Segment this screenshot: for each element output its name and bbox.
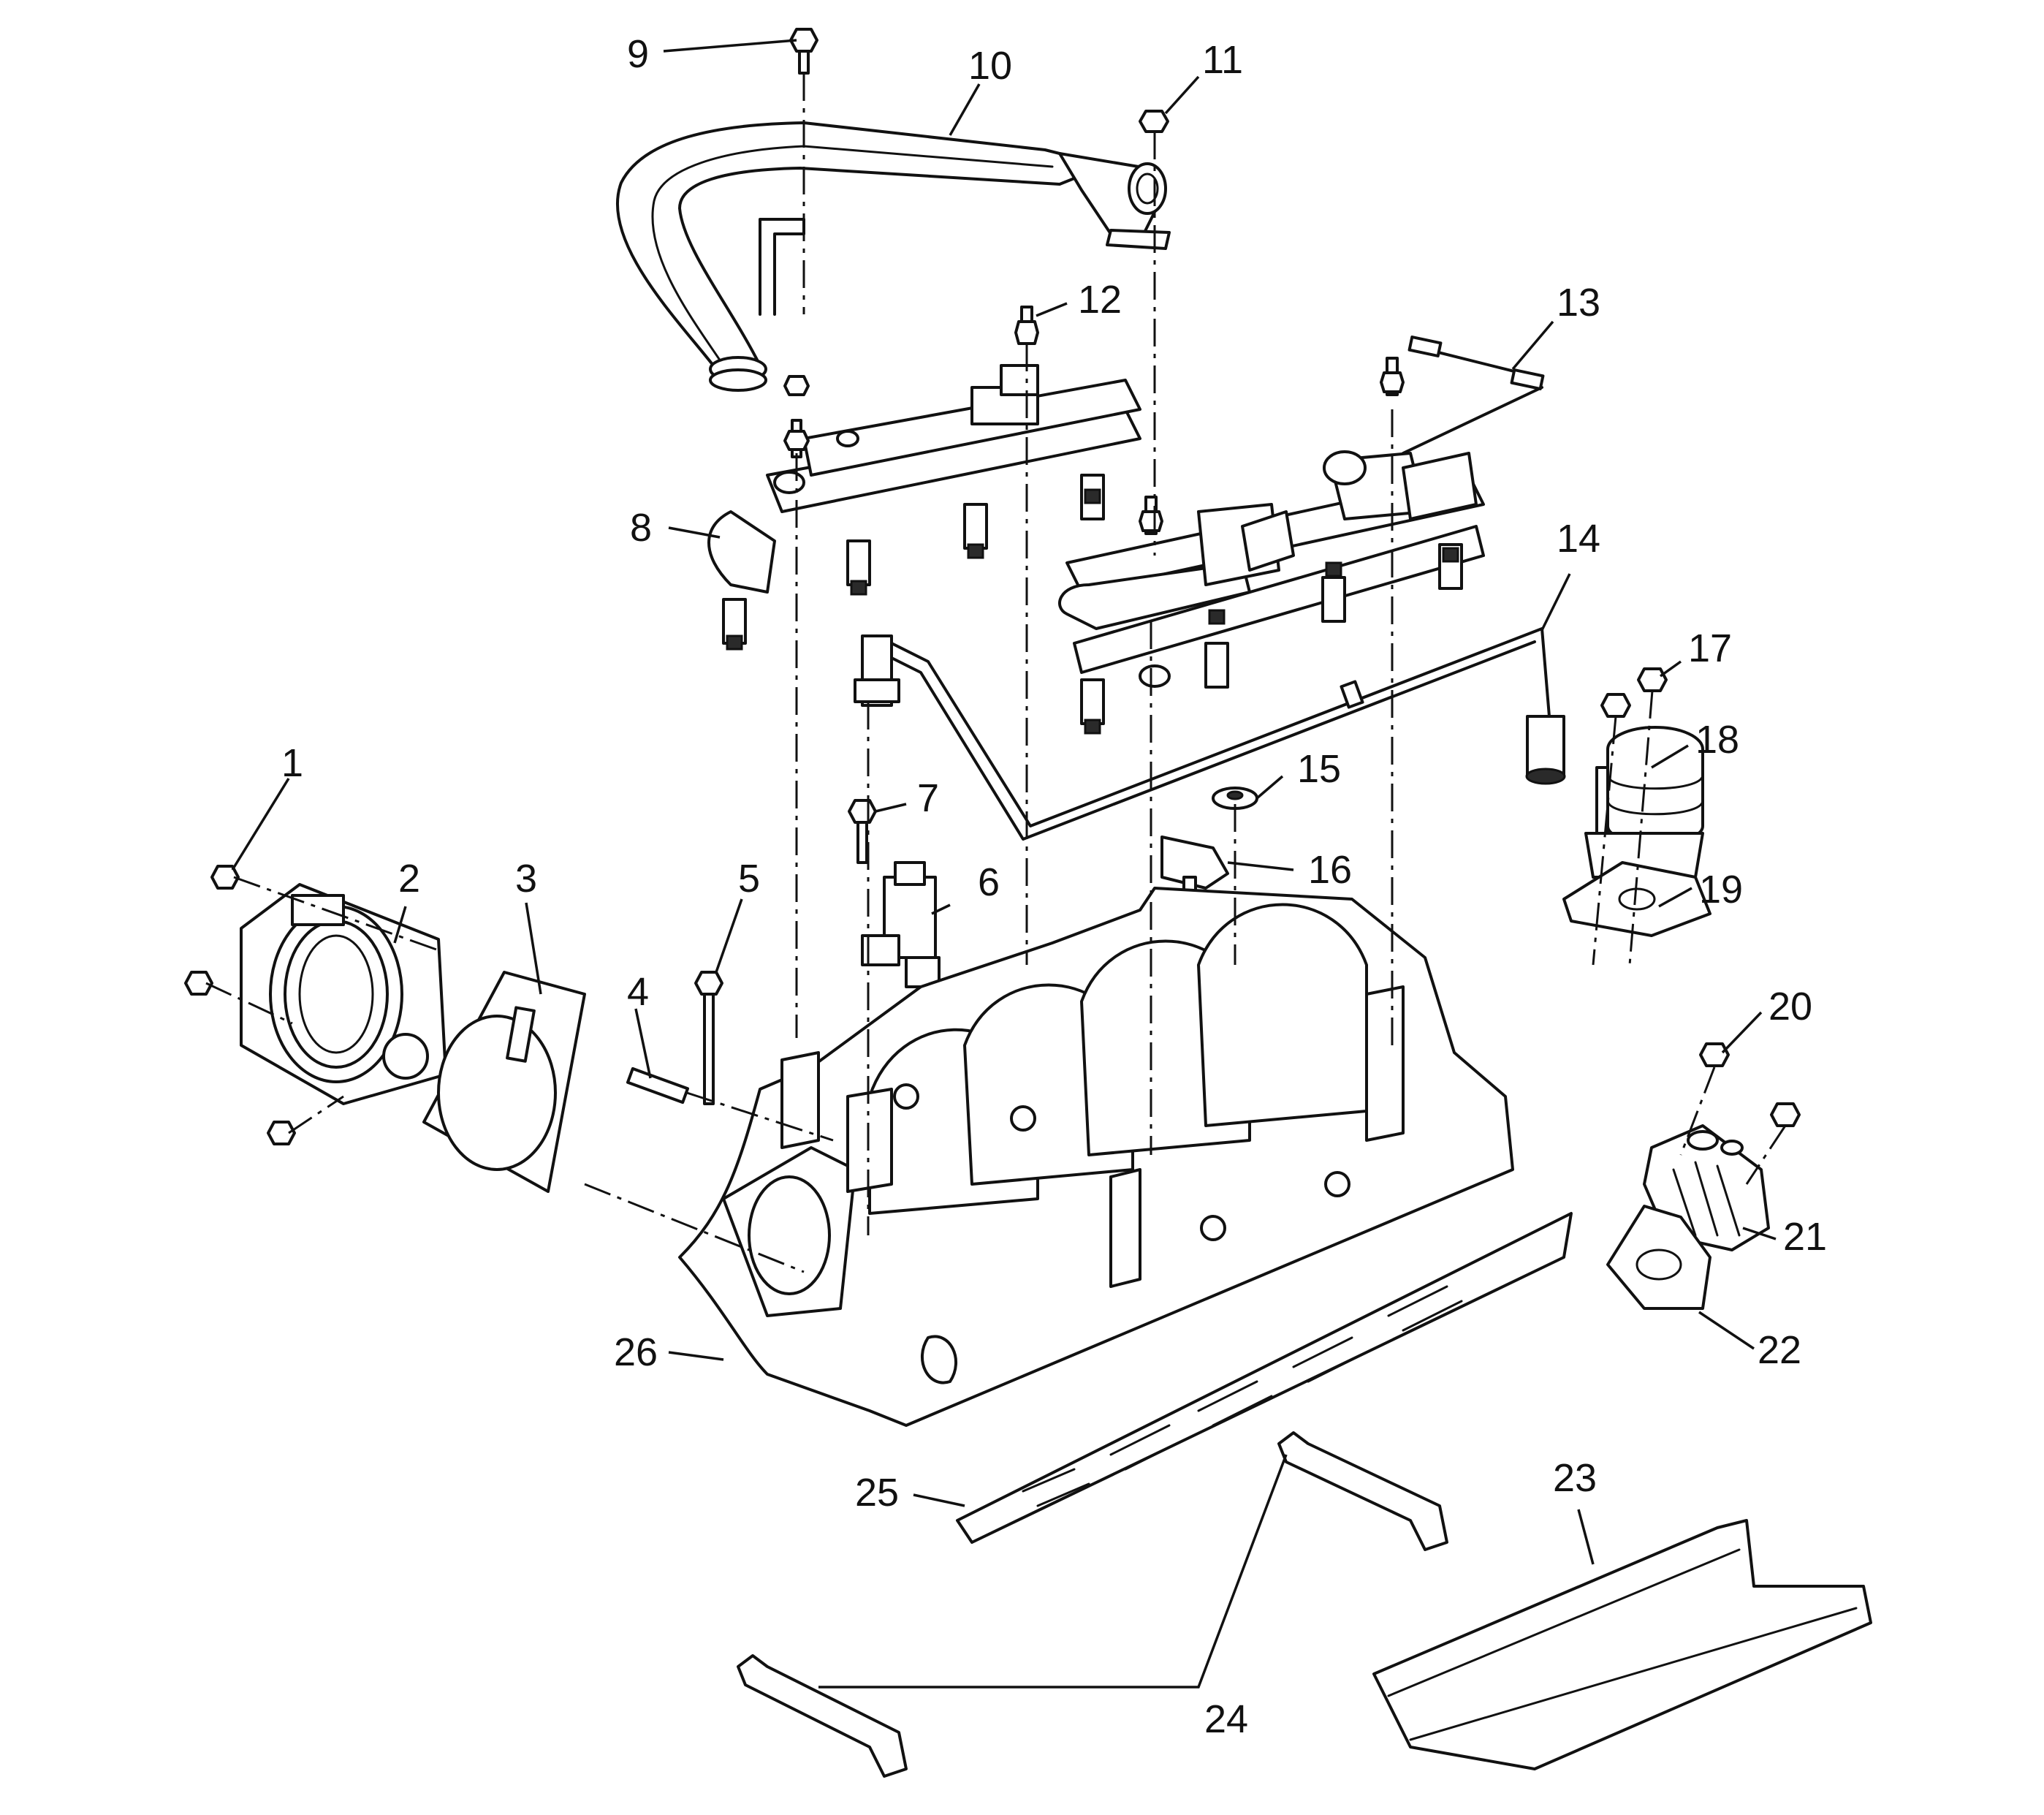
callout-5: 5 [738, 857, 760, 901]
stud [1380, 357, 1405, 396]
part-17-nut [1637, 667, 1668, 692]
callout-14: 14 [1557, 517, 1600, 561]
callout-15: 15 [1297, 747, 1341, 791]
part-24-bracket [737, 1654, 908, 1778]
callout-2: 2 [398, 857, 420, 901]
part-3-gasket [422, 971, 586, 1193]
callout-17: 17 [1688, 626, 1732, 670]
callout-3: 3 [515, 857, 537, 901]
callout-18: 18 [1695, 718, 1739, 762]
part-20-nut [1699, 1042, 1730, 1067]
callout-1: 1 [281, 741, 303, 785]
injector [1204, 609, 1229, 689]
callout-25: 25 [855, 1471, 899, 1515]
callout-4: 4 [627, 970, 649, 1014]
callout-23: 23 [1553, 1456, 1597, 1500]
callout-21: 21 [1783, 1215, 1827, 1259]
part-22-gasket [1606, 1205, 1711, 1310]
part-1-nut [210, 865, 240, 890]
nut [267, 1121, 296, 1145]
part-26-intake-manifold [678, 887, 1514, 1427]
part-23-shield [1372, 1519, 1872, 1770]
callout-22: 22 [1758, 1328, 1801, 1372]
part-9-bolt [789, 28, 818, 75]
stud [783, 375, 810, 458]
injector [846, 539, 871, 596]
stud [1139, 496, 1163, 535]
callout-26: 26 [614, 1330, 658, 1374]
assembly-centerlines [205, 73, 1787, 1273]
part-10-hose [615, 121, 1171, 392]
callout-19: 19 [1699, 868, 1743, 912]
callout-labels: 9 10 11 12 13 8 14 17 18 15 7 16 19 1 2 … [281, 32, 1827, 1741]
part-2-throttle-body [240, 883, 447, 1105]
part-24-bracket [1277, 1431, 1448, 1551]
nut [1600, 693, 1631, 718]
callout-20: 20 [1768, 985, 1812, 1028]
part-12-stud [1014, 306, 1039, 345]
nut [184, 971, 213, 996]
part-18-valve [1584, 726, 1704, 879]
callout-13: 13 [1557, 281, 1600, 325]
injector [963, 503, 988, 559]
callout-16: 16 [1308, 848, 1352, 892]
injector [1438, 543, 1463, 590]
callout-9: 9 [627, 32, 649, 76]
part-14-pipe [875, 627, 1566, 841]
callout-11: 11 [1202, 38, 1243, 82]
leader-lines [231, 39, 1777, 1689]
part-21-bracket [1643, 1124, 1770, 1251]
callout-12: 12 [1078, 278, 1122, 322]
injector [1080, 474, 1105, 520]
part-25-gasket [956, 1212, 1573, 1544]
injector [1080, 678, 1105, 735]
part-7-bolt [848, 799, 877, 864]
nut [1770, 1102, 1801, 1127]
injector [722, 598, 747, 651]
part-13-pipe [1402, 336, 1545, 455]
callout-6: 6 [978, 860, 1000, 904]
callout-10: 10 [968, 44, 1012, 88]
callout-8: 8 [630, 506, 652, 550]
part-4-stud [626, 1066, 690, 1104]
part-15-fastener [1212, 787, 1258, 810]
part-11-nut [1139, 110, 1169, 133]
callout-24: 24 [1204, 1697, 1248, 1741]
callout-7: 7 [917, 776, 939, 820]
part-8-fuel-rail [707, 364, 1485, 735]
part-5-bolt [694, 971, 723, 1105]
injector [1321, 561, 1346, 623]
